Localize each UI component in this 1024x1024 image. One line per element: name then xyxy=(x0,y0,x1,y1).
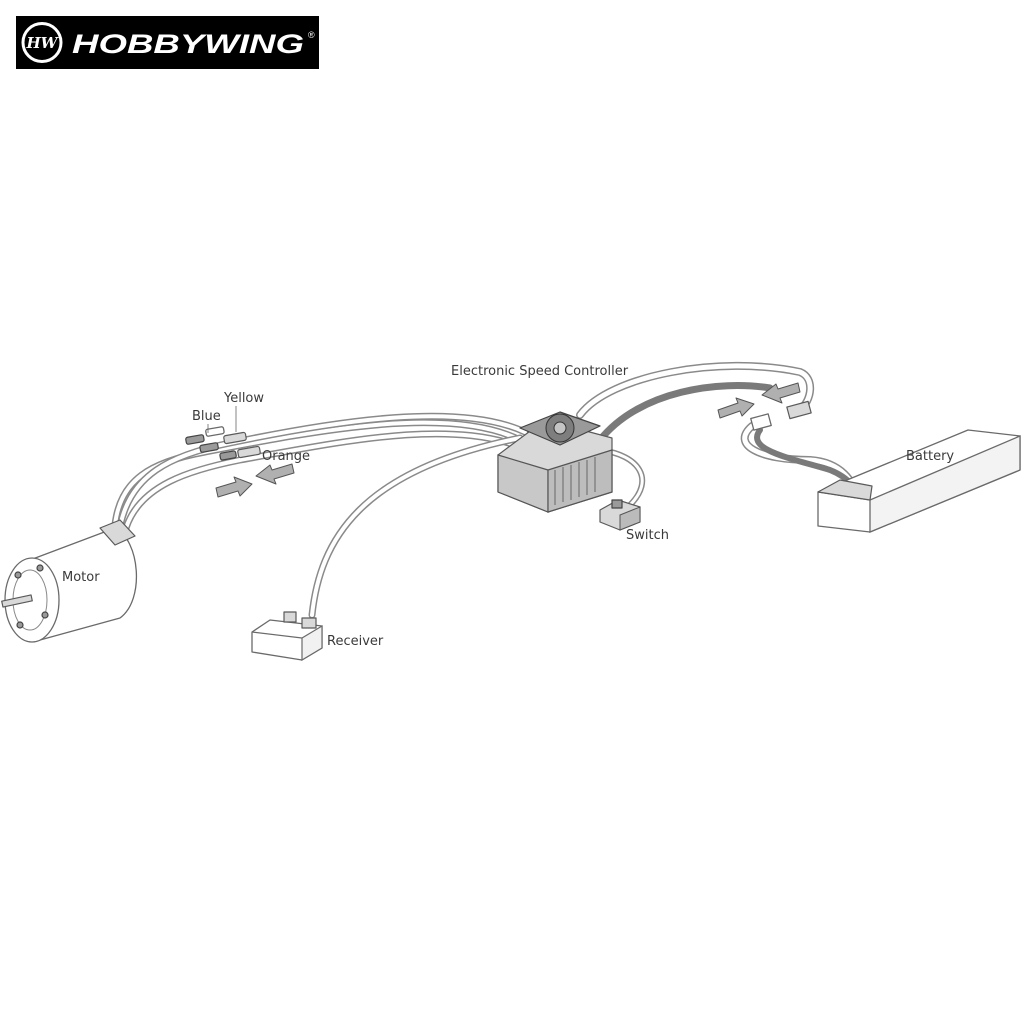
yellow-label: Yellow xyxy=(223,391,264,406)
esc-battery-wires xyxy=(576,361,815,444)
battery-connectors xyxy=(750,400,812,431)
arrow-right-icon xyxy=(215,476,253,498)
orange-label: Orange xyxy=(262,449,310,464)
esc-label: Electronic Speed Controller xyxy=(451,364,629,379)
logo-circle xyxy=(21,22,63,63)
motor xyxy=(1,519,138,643)
receiver-label: Receiver xyxy=(327,634,384,649)
motor-wires xyxy=(111,412,532,532)
receiver xyxy=(251,611,323,662)
motor-label: Motor xyxy=(62,570,100,585)
blue-label: Blue xyxy=(192,409,221,424)
arrow-right-icon xyxy=(717,397,755,419)
connection-arrows xyxy=(215,382,801,498)
esc xyxy=(497,411,613,513)
battery-label: Battery xyxy=(906,449,954,464)
logo-mark: HW xyxy=(25,34,59,52)
bullet-connectors xyxy=(185,426,261,461)
receiver-wire xyxy=(308,434,524,619)
logo-registered-mark: ® xyxy=(308,30,315,40)
arrow-left-icon xyxy=(255,463,295,485)
hobbywing-logo: HW HOBBYWING ® xyxy=(16,16,319,69)
battery xyxy=(817,429,1021,533)
logo-wordmark: HOBBYWING xyxy=(72,29,304,59)
switch xyxy=(599,499,641,531)
arrow-left-icon xyxy=(761,382,801,404)
switch-label: Switch xyxy=(626,528,669,543)
